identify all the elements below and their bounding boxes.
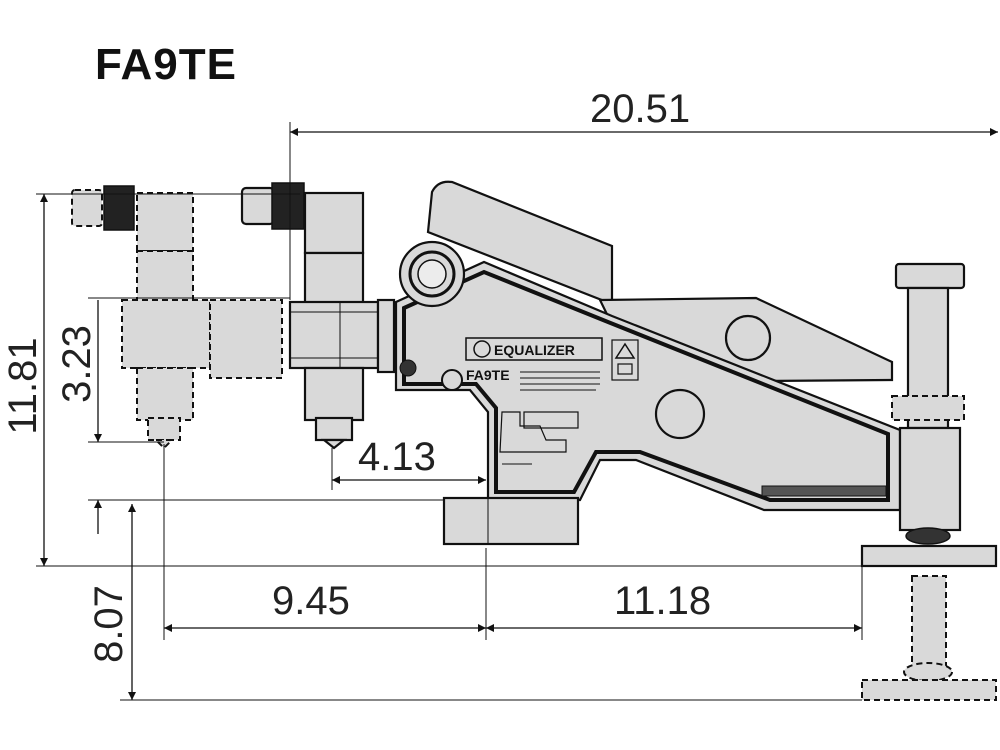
dim-left-length: 9.45	[272, 579, 350, 623]
dimension-lines	[36, 122, 998, 701]
model-label: FA9TE	[466, 367, 510, 383]
dim-overall-length: 20.51	[590, 87, 690, 131]
handle	[240, 182, 396, 450]
dim-tip-offset: 4.13	[358, 435, 436, 479]
spindle	[860, 262, 998, 701]
brand-label: EQUALIZER	[494, 342, 575, 358]
handle-alternate-position	[71, 185, 283, 450]
dim-overall-height: 11.81	[1, 337, 45, 434]
clamp-body: EQUALIZER FA9TE	[394, 180, 902, 546]
dim-right-length: 11.18	[614, 579, 711, 623]
dim-spindle-travel: 8.07	[87, 585, 131, 663]
model-title: FA9TE	[95, 40, 237, 89]
dim-handle-offset: 3.23	[55, 325, 99, 403]
